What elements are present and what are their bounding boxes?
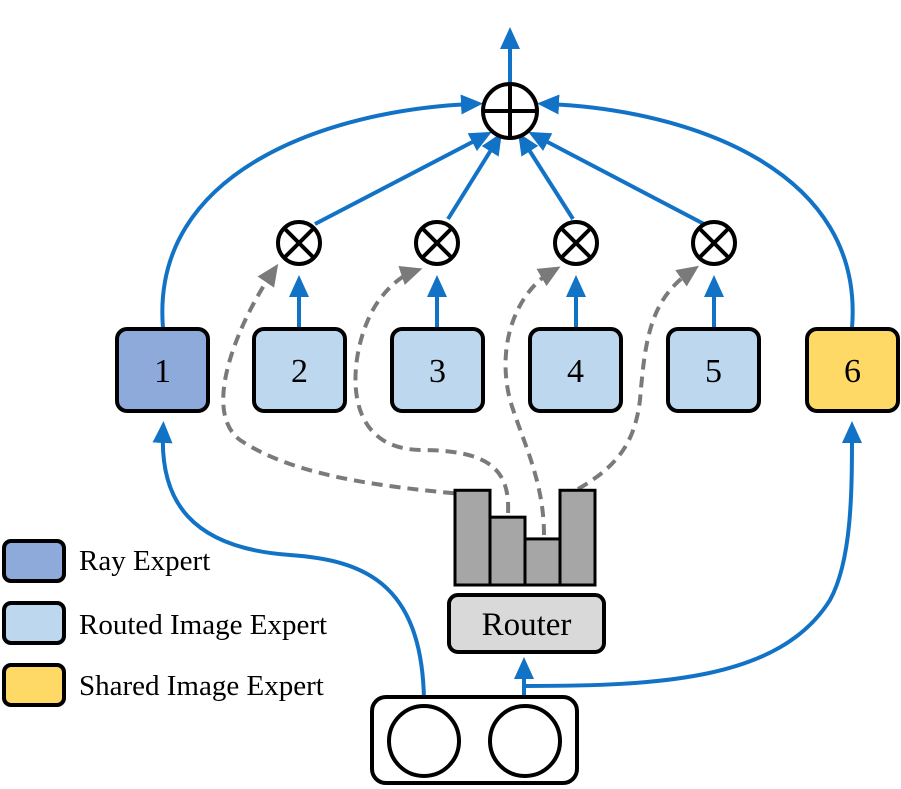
- expert-3-label: 3: [429, 353, 446, 390]
- router-score-bar-4: [558, 488, 597, 587]
- legend-label-shared-image-expert: Shared Image Expert: [79, 670, 324, 702]
- legend-item-ray-expert: Ray Expert: [2, 539, 210, 583]
- gate-node-3: [414, 220, 460, 266]
- gate-2-to-sum-arrow: [314, 131, 492, 226]
- router-score-bar-2: [488, 515, 527, 587]
- expert-5-label: 5: [705, 353, 722, 390]
- experts: 1 2 3 4 5 6: [115, 327, 900, 413]
- times-circle-icon: [559, 226, 593, 260]
- expert-4-label: 4: [567, 353, 584, 390]
- plus-circle-icon: [483, 84, 537, 138]
- gate-4-to-sum-arrow: [518, 132, 575, 221]
- gate-nodes: [276, 220, 737, 266]
- expert-2: 2: [252, 327, 347, 413]
- router-score-bars: [453, 488, 597, 587]
- input-to-expert-6-arrow: [523, 421, 862, 688]
- gate-node-4: [553, 220, 599, 266]
- expert-1: 1: [115, 327, 210, 413]
- gate-node-2: [276, 220, 322, 266]
- router-score-bar-1: [453, 488, 492, 587]
- input-token-image: [488, 704, 562, 778]
- router-to-gate-3-arrow: [353, 266, 511, 514]
- gate-node-5: [691, 220, 737, 266]
- expert-1-label: 1: [154, 353, 171, 390]
- gate-5-to-sum-arrow: [528, 131, 705, 226]
- expert-5: 5: [666, 327, 761, 413]
- expert-2-label: 2: [291, 353, 308, 390]
- router: Router: [447, 593, 606, 654]
- times-circle-icon: [697, 226, 731, 260]
- sum-node: [481, 82, 539, 140]
- router-score-bar-3: [523, 537, 562, 587]
- router-to-gate-5-arrow: [577, 265, 700, 491]
- legend-label-ray-expert: Ray Expert: [79, 545, 210, 577]
- input-to-expert-1-arrow: [152, 421, 426, 701]
- expert-4: 4: [528, 327, 623, 413]
- expert-6-label: 6: [844, 353, 861, 390]
- legend-item-shared-image-expert: Shared Image Expert: [2, 663, 324, 707]
- expert-1-to-sum-arrow: [160, 94, 483, 329]
- expert-3: 3: [390, 327, 485, 413]
- gate-3-to-sum-arrow: [446, 132, 502, 221]
- legend: Ray Expert Routed Image Expert Shared Im…: [2, 539, 327, 707]
- router-to-gate-2-arrow: [221, 263, 473, 497]
- times-circle-icon: [282, 226, 316, 260]
- legend-item-routed-image-expert: Routed Image Expert: [2, 601, 327, 645]
- times-circle-icon: [420, 226, 454, 260]
- flow-arrows: [152, 27, 862, 701]
- input-token-ray: [387, 704, 461, 778]
- expert-6-to-sum-arrow: [537, 94, 855, 329]
- router-label: Router: [482, 607, 572, 643]
- input-tokens: [370, 695, 579, 785]
- gating-arrows: [221, 263, 700, 536]
- expert-6: 6: [805, 327, 900, 413]
- legend-label-routed-image-expert: Routed Image Expert: [79, 609, 327, 641]
